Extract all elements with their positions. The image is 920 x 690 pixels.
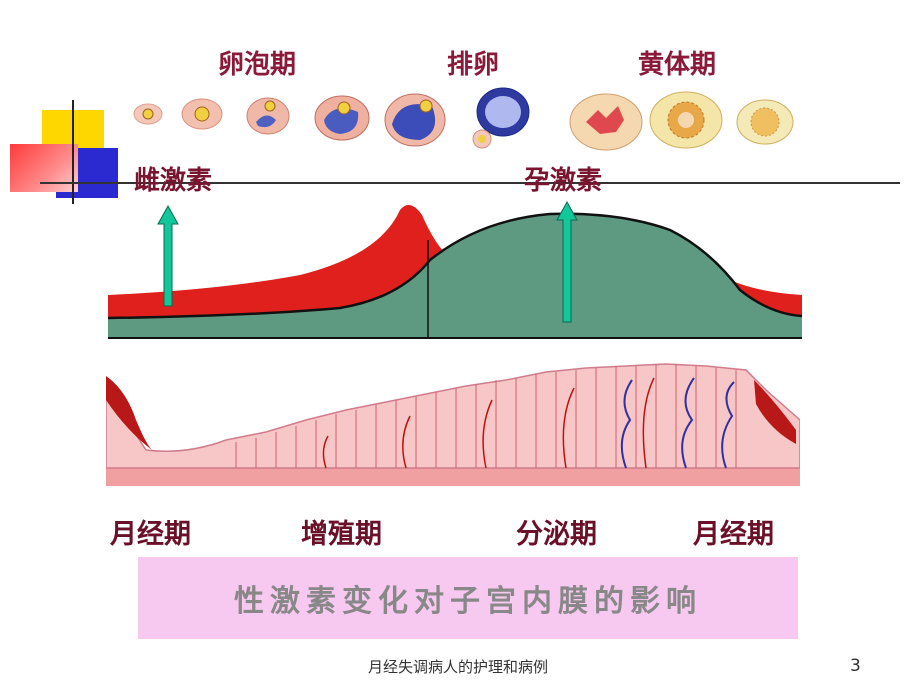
corpus-luteum-2 bbox=[649, 91, 723, 149]
estrogen-label: 雌激素 bbox=[134, 166, 213, 196]
luteal-phase-label: 黄体期 bbox=[638, 50, 717, 80]
secretory-phase-label: 分泌期 bbox=[516, 519, 597, 550]
shedding-tissue-right bbox=[754, 380, 796, 444]
follicle-5 bbox=[384, 93, 446, 147]
follicle-2 bbox=[181, 98, 223, 130]
ovulating-follicle bbox=[472, 87, 530, 149]
progesterone-label: 孕激素 bbox=[524, 166, 603, 196]
follicular-phase-label: 卵泡期 bbox=[218, 50, 297, 80]
progesterone-curve bbox=[108, 213, 802, 338]
follicle-1 bbox=[133, 103, 163, 125]
hormone-curves bbox=[107, 205, 803, 339]
corner-decoration bbox=[8, 100, 138, 210]
progesterone-arrow bbox=[556, 200, 578, 323]
vertical-line bbox=[72, 100, 74, 204]
caption-box: 性激素变化对子宫内膜的影响 bbox=[138, 557, 798, 639]
page-number: 3 bbox=[850, 656, 861, 676]
endometrium-illustration bbox=[106, 363, 800, 486]
menstrual-phase-label-start: 月经期 bbox=[110, 519, 191, 550]
follicle-4 bbox=[314, 95, 370, 141]
ovulation-label: 排卵 bbox=[447, 50, 500, 80]
shedding-tissue-left bbox=[106, 376, 152, 450]
header-rule bbox=[40, 182, 900, 184]
corpus-luteum-1 bbox=[569, 93, 643, 151]
follicle-3 bbox=[246, 97, 290, 135]
estrogen-arrow bbox=[157, 204, 179, 307]
menstrual-phase-label-end: 月经期 bbox=[693, 519, 774, 550]
follicle-development-illustration bbox=[133, 87, 794, 151]
footer-title: 月经失调病人的护理和病例 bbox=[368, 658, 549, 676]
proliferative-phase-label: 增殖期 bbox=[301, 519, 382, 550]
caption-text: 性激素变化对子宫内膜的影响 bbox=[234, 584, 702, 619]
corpus-luteum-3 bbox=[736, 99, 794, 145]
red-square bbox=[10, 144, 78, 192]
